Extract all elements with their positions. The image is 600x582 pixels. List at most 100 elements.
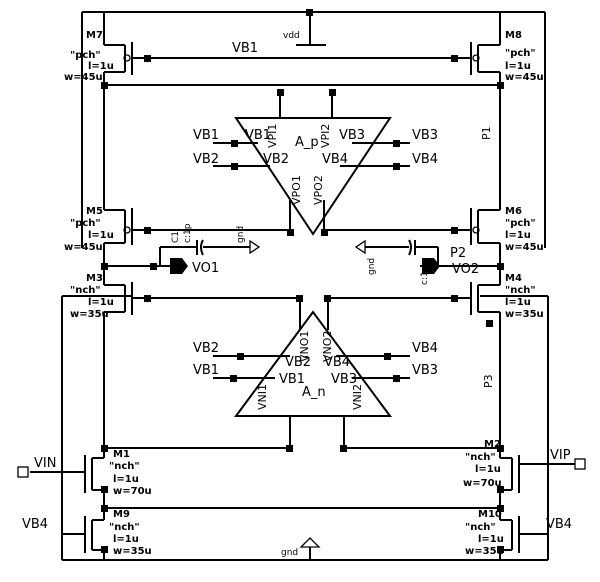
p2-label: P2 [450, 246, 466, 261]
m6-id: M6 [505, 206, 522, 217]
vo2-node: gnd c:1p P2 VO2 [354, 239, 504, 285]
m6-l: l=1u [505, 230, 531, 241]
amp-p-pin-vb3: VB3 [339, 128, 365, 143]
amp-n-pin-vno2: VNO2 [321, 331, 334, 362]
amp-p-pin-vpi2: VPI2 [319, 124, 332, 148]
amp-n-pin-vni2: VNI2 [351, 384, 364, 410]
m3-type: "nch" [70, 285, 101, 296]
c1-gnd: gnd [236, 226, 246, 243]
vo1-port-label: VO1 [192, 261, 219, 276]
transistor-m6[interactable]: M6 "pch" l=1u w=45u [451, 206, 544, 253]
gnd-label-bottom: gnd [281, 548, 298, 558]
m5-id: M5 [86, 206, 103, 217]
vdd-label: vdd [283, 31, 300, 41]
transistor-m5[interactable]: M5 "pch" l=1u w=45u [64, 206, 151, 253]
transistor-m7[interactable]: M7 "pch" l=1u w=45u [64, 12, 151, 85]
m1-type: "nch" [109, 461, 140, 472]
tail-net [101, 505, 504, 512]
m3-w: w=35u [70, 309, 109, 320]
m1-w: w=70u [113, 486, 152, 497]
m10-w: w=35u [465, 546, 504, 557]
m10-type: "nch" [465, 522, 496, 533]
vb1-net-label: VB1 [232, 41, 258, 56]
m5-l: l=1u [88, 230, 114, 241]
m2-l: l=1u [475, 464, 501, 475]
amp-n-name: A_n [302, 385, 326, 400]
c1-value: c:1p [183, 223, 193, 243]
amp-n-pin-vb2: VB2 [285, 355, 311, 370]
amp-p-pin-vpo2: VPO2 [312, 175, 325, 205]
amp-n-pin-vni1: VNI1 [256, 384, 269, 410]
vin-port-label: VIN [34, 456, 56, 471]
transistor-m10[interactable]: VB4 M10 "nch" l=1u w=35u [465, 508, 572, 560]
gnd-rail: gnd [61, 295, 549, 561]
amp-p-net-vb4: VB4 [412, 152, 438, 167]
transistor-m1[interactable]: VIN M1 "nch" l=1u w=70u [17, 448, 152, 508]
amp-n-net-vb2: VB2 [193, 341, 219, 356]
m8-l: l=1u [505, 61, 531, 72]
m7-w: w=45u [64, 72, 103, 83]
amp-n-pin-vno1: VNO1 [298, 331, 311, 362]
vip-port-label: VIP [550, 448, 571, 463]
vdd-rail: vdd [81, 9, 546, 248]
amp-p-pin-vb2: VB2 [263, 152, 289, 167]
m3-l: l=1u [88, 297, 114, 308]
transistor-m8[interactable]: M8 "pch" l=1u w=45u [451, 12, 544, 85]
amp-n-pin-vb3: VB3 [331, 372, 357, 387]
transistor-m9[interactable]: VB4 M9 "nch" l=1u w=35u [22, 508, 152, 560]
vb1-gate-net: VB1 [148, 41, 455, 59]
m4-type: "nch" [505, 285, 536, 296]
m1-l: l=1u [113, 474, 139, 485]
m6-w: w=45u [505, 242, 544, 253]
m2-type: "nch" [465, 452, 496, 463]
amp-p-name: A_p [295, 135, 319, 150]
amp-p-net-vb3: VB3 [412, 128, 438, 143]
m8-type: "pch" [505, 48, 536, 59]
amp-p-pin-vpi1: VPI1 [266, 124, 279, 148]
p3-label: P3 [482, 374, 495, 388]
m7-type: "pch" [70, 50, 101, 61]
m4-w: w=35u [505, 309, 544, 320]
inputs-net [101, 445, 504, 452]
transistor-m4[interactable]: M4 "nch" l=1u w=35u [451, 273, 544, 448]
amp-p[interactable]: A_p VPI1 VPI2 VB1 VB2 VB3 VB4 VB1 VB2 VB… [193, 89, 438, 236]
amp-p-pin-vpo1: VPO1 [290, 175, 303, 205]
m9-w: w=35u [113, 546, 152, 557]
m10-id: M10 [478, 509, 502, 520]
amp-n-pin-vb4: VB4 [324, 355, 350, 370]
m4-id: M4 [505, 273, 522, 284]
amp-p-pin-vb1: VB1 [245, 128, 271, 143]
m1-id: M1 [113, 449, 130, 460]
m2-id: M2 [484, 439, 501, 450]
m9-id: M9 [113, 509, 130, 520]
amp-p-pin-vb4: VB4 [322, 152, 348, 167]
amp-n-pin-vb1: VB1 [279, 372, 305, 387]
m7-id: M7 [86, 30, 103, 41]
vb4-left-label: VB4 [22, 517, 48, 532]
c2-gnd: gnd [367, 258, 377, 275]
transistor-m3[interactable]: M3 "nch" l=1u w=35u [70, 273, 151, 448]
amp-n[interactable]: A_n VNO1 VNO2 VB2 VB1 VB4 VB3 VB2 VB1 VB… [193, 298, 438, 448]
m8-id: M8 [505, 30, 522, 41]
m9-type: "nch" [109, 522, 140, 533]
c2-value: c:1p [420, 265, 430, 285]
m5-w: w=45u [64, 242, 103, 253]
p1-label: P1 [480, 126, 493, 140]
amp-p-net-vb2: VB2 [193, 152, 219, 167]
m5-type: "pch" [70, 218, 101, 229]
m3-id: M3 [86, 273, 103, 284]
m4-l: l=1u [505, 297, 531, 308]
vo1-node: C1 c:1p gnd VO1 [101, 223, 261, 285]
amp-n-net-vb1: VB1 [193, 363, 219, 378]
p1-net: P1 [101, 82, 504, 210]
amp-p-net-vb1: VB1 [193, 128, 219, 143]
vo2-port-label: VO2 [452, 262, 479, 277]
transistor-m2[interactable]: VIP M2 "nch" l=1u w=70u [463, 439, 586, 508]
m10-l: l=1u [478, 534, 504, 545]
vb4-right-label: VB4 [546, 517, 572, 532]
m8-w: w=45u [505, 72, 544, 83]
m9-l: l=1u [113, 534, 139, 545]
m6-type: "pch" [505, 218, 536, 229]
m2-w: w=70u [463, 478, 502, 489]
